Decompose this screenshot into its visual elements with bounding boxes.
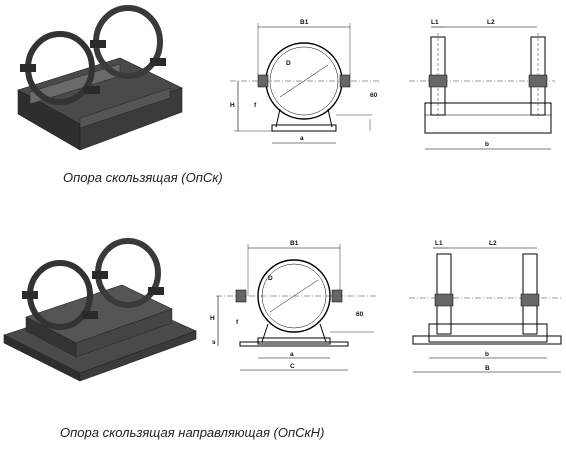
dim-h: H: [230, 102, 235, 109]
dim-f-2: f: [236, 319, 239, 326]
dim-d: D: [286, 60, 291, 67]
dim-b: b: [485, 141, 489, 148]
dim-60: 60: [370, 92, 378, 99]
dim-a: a: [300, 135, 304, 142]
sliding-support-side-view: L1 L2 b: [409, 19, 555, 150]
guided-sliding-support-3d-illustration: [3, 238, 197, 382]
dim-a-2: a: [290, 351, 294, 358]
dim-b1: B1: [300, 19, 309, 26]
dim-d-2: D: [268, 275, 273, 282]
dim-c: C: [290, 363, 295, 370]
dim-l1: L1: [431, 19, 439, 26]
guided-sliding-support-side-view: L1 L2 b B: [409, 240, 562, 373]
dim-b-2: b: [485, 351, 489, 358]
dim-60-2: 60: [356, 311, 364, 318]
guided-sliding-support-front-view: B1 D H f s 60 a C: [210, 240, 376, 371]
dim-l1-2: L1: [435, 240, 443, 247]
dim-b1-2: B1: [290, 240, 299, 247]
caption-top: Опора скользящая (ОпСк): [63, 170, 223, 185]
dim-big-b: B: [485, 365, 490, 372]
dim-f: f: [254, 102, 257, 109]
sliding-support-3d-illustration: [17, 5, 183, 151]
dim-s: s: [212, 339, 216, 346]
dim-l2-2: L2: [489, 240, 497, 247]
dim-h-2: H: [210, 315, 215, 322]
sliding-support-front-view: B1 D H f 60 a: [230, 19, 380, 144]
dim-l2: L2: [487, 19, 495, 26]
caption-bottom: Опора скользящая направляющая (ОпСкН): [60, 425, 325, 440]
